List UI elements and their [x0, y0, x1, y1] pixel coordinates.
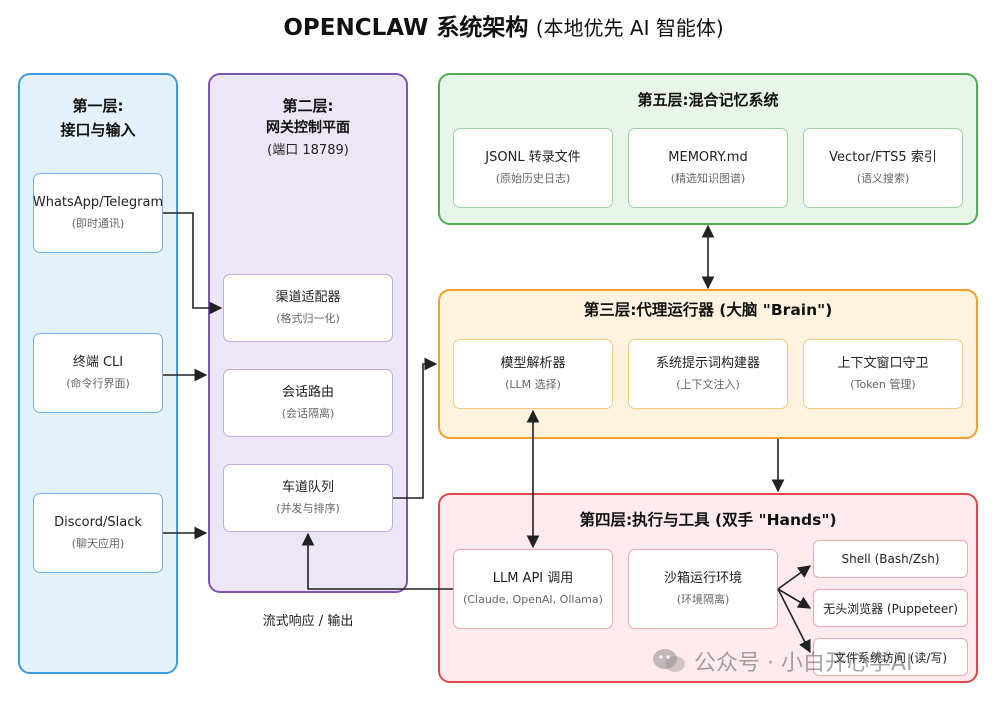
layer-2-title: 第二层: — [282, 97, 334, 115]
node-title: WhatsApp/Telegram — [32, 195, 164, 210]
node-title: 车道队列 — [281, 480, 334, 495]
layer-5-title: 第五层:混合记忆系统 — [637, 91, 779, 109]
layer-1-title: 第一层: — [72, 97, 124, 115]
watermark: 公众号 · 小白开心学AI — [652, 645, 992, 677]
node-title: Vector/FTS5 索引 — [829, 150, 937, 165]
watermark-text: 公众号 · 小白开心学AI — [694, 651, 913, 676]
stream-output-label: 流式响应 / 输出 — [262, 614, 354, 629]
node-subtitle: (Claude, OpenAI, Ollama) — [463, 593, 603, 606]
node-subtitle: (即时通讯) — [71, 217, 125, 230]
node-system-prompt-builder: 系统提示词构建器 (上下文注入) — [628, 339, 788, 409]
node-title: 渠道适配器 — [275, 290, 341, 305]
layer-2-subtitle: 网关控制平面 — [266, 120, 350, 136]
node-subtitle: (并发与排序) — [276, 502, 340, 515]
title-sub: (本地优先 AI 智能体) — [535, 16, 724, 40]
tool-shell: Shell (Bash/Zsh) — [813, 540, 968, 578]
node-title: JSONL 转录文件 — [485, 150, 581, 165]
layer-3-title: 第三层:代理运行器 (大脑 "Brain") — [583, 301, 833, 319]
wechat-icon — [653, 649, 685, 672]
node-sandbox-runtime: 沙箱运行环境 (环境隔离) — [628, 549, 778, 629]
node-title: LLM API 调用 — [492, 571, 574, 586]
title-main: OPENCLAW 系统架构 — [283, 15, 529, 41]
layer-4-title: 第四层:执行与工具 (双手 "Hands") — [579, 511, 837, 529]
node-subtitle: (命令行界面) — [66, 377, 130, 390]
node-title: 沙箱运行环境 — [663, 571, 742, 586]
tool-headless-browser: 无头浏览器 (Puppeteer) — [813, 589, 968, 627]
diagram-title: OPENCLAW 系统架构 (本地优先 AI 智能体) — [0, 8, 1007, 42]
layer-2-port-note: (端口 18789) — [267, 143, 349, 158]
node-context-window-guard: 上下文窗口守卫 (Token 管理) — [803, 339, 963, 409]
layer-1-subtitle: 接口与输入 — [60, 121, 136, 139]
node-whatsapp-telegram: WhatsApp/Telegram (即时通讯) — [33, 173, 163, 253]
node-model-resolver: 模型解析器 (LLM 选择) — [453, 339, 613, 409]
node-subtitle: (精选知识图谱) — [670, 172, 746, 185]
tool-file-system: 文件系统访问 (读/写) — [813, 638, 968, 676]
node-subtitle: (Token 管理) — [850, 378, 916, 391]
node-subtitle: (环境隔离) — [676, 593, 730, 606]
node-jsonl-transcripts: JSONL 转录文件 (原始历史日志) — [453, 128, 613, 208]
node-title: 终端 CLI — [72, 355, 124, 370]
node-title: 模型解析器 — [500, 356, 566, 371]
node-vector-fts5-index: Vector/FTS5 索引 (语义搜索) — [803, 128, 963, 208]
node-subtitle: (聊天应用) — [71, 537, 125, 550]
node-subtitle: (格式归一化) — [276, 312, 340, 325]
node-subtitle: (LLM 选择) — [505, 378, 561, 391]
node-discord-slack: Discord/Slack (聊天应用) — [33, 493, 163, 573]
node-title: 会话路由 — [281, 385, 334, 400]
node-title: 上下文窗口守卫 — [837, 356, 929, 371]
node-llm-api-call: LLM API 调用 (Claude, OpenAI, Ollama) — [453, 549, 613, 629]
node-title: 系统提示词构建器 — [655, 356, 760, 371]
node-subtitle: (会话隔离) — [281, 407, 335, 420]
node-subtitle: (上下文注入) — [676, 378, 740, 391]
node-terminal-cli: 终端 CLI (命令行界面) — [33, 333, 163, 413]
node-memory-md: MEMORY.md (精选知识图谱) — [628, 128, 788, 208]
node-subtitle: (原始历史日志) — [495, 172, 571, 185]
node-title: MEMORY.md — [668, 150, 748, 165]
node-title: Discord/Slack — [54, 515, 142, 530]
node-subtitle: (语义搜索) — [856, 172, 910, 185]
node-lane-queue: 车道队列 (并发与排序) — [223, 464, 393, 532]
node-channel-adapter: 渠道适配器 (格式归一化) — [223, 274, 393, 342]
node-session-router: 会话路由 (会话隔离) — [223, 369, 393, 437]
